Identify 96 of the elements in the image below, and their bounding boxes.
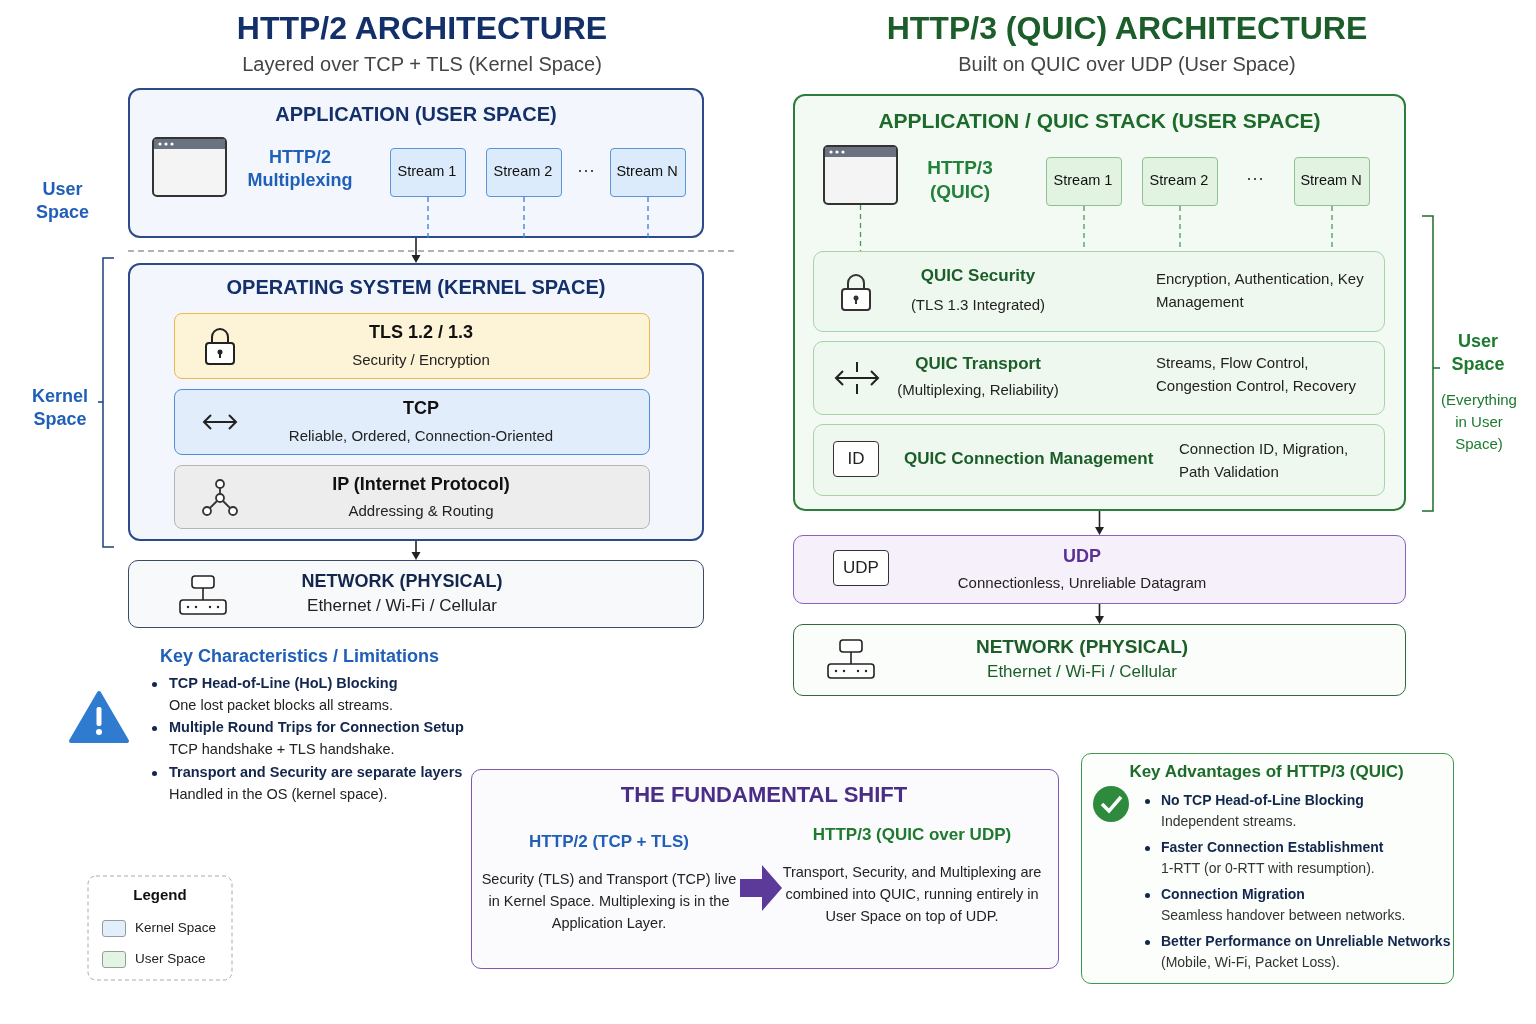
- layer-panel: [793, 94, 1406, 511]
- limitation-text: One lost packet blocks all streams.: [169, 697, 395, 715]
- architecture-heading: HTTP/2 ARCHITECTURE: [235, 9, 609, 48]
- layer-title: UDP: [1062, 546, 1102, 568]
- panel-heading: APPLICATION / QUIC STACK (USER SPACE): [877, 108, 1322, 134]
- layer-description: Addressing & Routing: [347, 501, 495, 521]
- network-layer: [793, 624, 1406, 696]
- legend-title: Legend: [132, 886, 188, 904]
- stream-label: Stream N: [615, 161, 679, 181]
- limitation-title: Transport and Security are separate layers: [169, 764, 464, 782]
- layer-title: QUIC Connection Management: [904, 449, 1155, 470]
- layer-description: (TLS 1.3 Integrated): [909, 295, 1047, 315]
- region-label: User Space: [34, 178, 90, 224]
- browser-window-icon: [823, 145, 898, 205]
- advantage-text: Seamless handover between networks.: [1161, 907, 1407, 924]
- stream-label: Stream 1: [396, 161, 458, 181]
- layer-description: Ethernet / Wi-Fi / Cellular: [986, 662, 1178, 683]
- stream-label: Stream 2: [492, 161, 554, 181]
- limitation-title: TCP Head-of-Line (HoL) Blocking: [169, 675, 399, 693]
- layer-title: QUIC Security: [919, 266, 1037, 287]
- layer-description: Streams, Flow Control, Congestion Control, Recovery: [1156, 353, 1358, 396]
- dashed-connector: [523, 196, 525, 239]
- protocol-layer: [174, 389, 650, 455]
- column-text: Transport, Security, and Multiplexing are combined into QUIC, running entirely in User Space on top of UDP.: [781, 863, 1043, 926]
- advantage-title: Faster Connection Establishment: [1161, 839, 1385, 856]
- protocol-layer: [174, 465, 650, 529]
- comparison-panel: [471, 769, 1059, 969]
- layer-description: Connectionless, Unreliable Datagram: [956, 573, 1208, 593]
- layer-title: NETWORK (PHYSICAL): [974, 636, 1190, 659]
- limitation-text: TCP handshake + TLS handshake.: [169, 741, 396, 759]
- network-layer: [128, 560, 704, 628]
- layer-panel: [128, 88, 704, 238]
- layer-description: (Multiplexing, Reliability): [896, 380, 1060, 400]
- legend-label: User Space: [135, 951, 206, 968]
- protocol-layer: [813, 341, 1385, 415]
- panel-heading: OPERATING SYSTEM (KERNEL SPACE): [225, 275, 607, 299]
- advantages-panel: [1081, 753, 1454, 984]
- column-text: Security (TLS) and Transport (TCP) live in Kernel Space. Multiplexing is in the Application Layer.: [480, 870, 738, 933]
- layer-title: TLS 1.2 / 1.3: [367, 322, 474, 344]
- stream-box: [1046, 157, 1122, 206]
- legend-label: Kernel Space: [135, 920, 217, 937]
- layer-title: IP (Internet Protocol): [331, 474, 511, 496]
- stream-label: Stream N: [1299, 170, 1363, 190]
- region-label: Kernel Space: [31, 385, 89, 431]
- protocol-layer: [813, 251, 1385, 332]
- stream-box: [1142, 157, 1218, 206]
- panel-heading: APPLICATION (USER SPACE): [274, 102, 558, 126]
- limitation-title: Multiple Round Trips for Connection Setup: [169, 719, 465, 737]
- shift-arrow: [740, 865, 782, 911]
- protocol-layer: [793, 535, 1406, 604]
- stream-box: [1294, 157, 1370, 206]
- protocol-layer: [813, 424, 1385, 496]
- arrow: [1095, 510, 1104, 535]
- protocol-label: HTTP/3 (QUIC): [926, 156, 994, 204]
- region-label: User Space: [1450, 330, 1506, 376]
- advantage-text: Independent streams.: [1161, 813, 1298, 830]
- layer-panel: [128, 263, 704, 541]
- ellipsis: ···: [1245, 168, 1265, 190]
- section-heading: Key Characteristics / Limitations: [160, 646, 441, 668]
- stream-label: Stream 2: [1148, 170, 1210, 190]
- stream-box: [390, 148, 466, 197]
- ellipsis: ···: [576, 160, 596, 182]
- panel-heading: THE FUNDAMENTAL SHIFT: [619, 782, 909, 809]
- id-badge: ID: [833, 441, 879, 477]
- layer-description: Security / Encryption: [351, 350, 491, 370]
- column-heading: HTTP/2 (TCP + TLS): [528, 832, 690, 853]
- stream-box: [486, 148, 562, 197]
- layer-title: NETWORK (PHYSICAL): [300, 571, 504, 593]
- stream-box: [610, 148, 686, 197]
- dashed-connector: [427, 196, 429, 239]
- stream-label: Stream 1: [1052, 170, 1114, 190]
- column-heading: HTTP/3 (QUIC over UDP): [811, 825, 1013, 846]
- architecture-subheading: Built on QUIC over UDP (User Space): [957, 52, 1297, 76]
- layer-title: QUIC Transport: [914, 354, 1042, 375]
- arrow: [411, 237, 421, 263]
- arrow: [411, 540, 421, 560]
- limitation-text: Handled in the OS (kernel space).: [169, 786, 389, 804]
- dashed-connector: [647, 196, 649, 239]
- advantage-text: (Mobile, Wi-Fi, Packet Loss).: [1161, 954, 1341, 971]
- layer-description: Reliable, Ordered, Connection-Oriented: [287, 426, 555, 446]
- region-note: (Everything in User Space): [1440, 390, 1518, 454]
- advantage-title: No TCP Head-of-Line Blocking: [1161, 792, 1365, 809]
- protocol-layer: [174, 313, 650, 379]
- architecture-heading: HTTP/3 (QUIC) ARCHITECTURE: [885, 9, 1369, 48]
- architecture-subheading: Layered over TCP + TLS (Kernel Space): [241, 52, 603, 76]
- layer-title: TCP: [402, 398, 440, 420]
- arrow: [1095, 603, 1104, 624]
- protocol-badge: UDP: [833, 550, 889, 586]
- layer-description: Ethernet / Wi-Fi / Cellular: [306, 596, 498, 617]
- layer-description: Encryption, Authentication, Key Management: [1156, 269, 1365, 312]
- advantage-text: 1-RTT (or 0-RTT with resumption).: [1161, 860, 1376, 877]
- protocol-label: HTTP/2 Multiplexing: [246, 146, 354, 192]
- dashed-connector: [859, 204, 862, 252]
- advantage-title: Connection Migration: [1161, 886, 1306, 903]
- layer-description: Connection ID, Migration, Path Validation: [1179, 439, 1350, 482]
- panel-heading: Key Advantages of HTTP/3 (QUIC): [1128, 762, 1405, 783]
